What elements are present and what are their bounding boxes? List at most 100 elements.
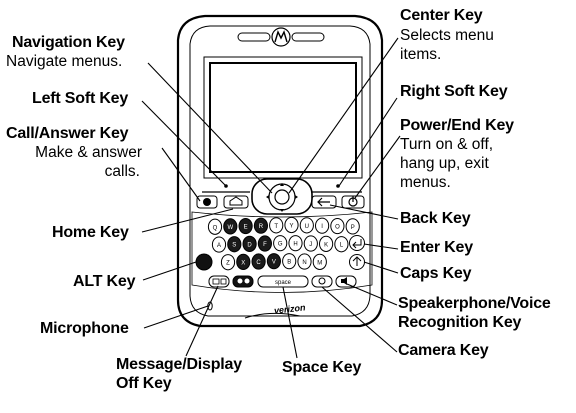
- label-speakerphone-key-2: Recognition Key: [398, 314, 522, 331]
- keyboard-key-g[interactable]: G: [273, 235, 288, 252]
- label-space-key: Space Key: [282, 359, 362, 376]
- keyboard-key-x[interactable]: X: [236, 253, 251, 270]
- keyboard-key-s[interactable]: S: [227, 236, 242, 253]
- keyboard-key-k[interactable]: K: [319, 235, 334, 252]
- earpiece-left: [237, 32, 271, 42]
- keyboard-key-w[interactable]: W: [223, 218, 238, 235]
- keyboard-key-label: N: [302, 260, 306, 266]
- keyboard-key-h[interactable]: H: [288, 235, 303, 252]
- keyboard-key-label: B: [287, 260, 291, 266]
- brand-logo: verizon: [273, 302, 306, 315]
- back-key[interactable]: [311, 195, 337, 209]
- keyboard-key-label: K: [324, 242, 328, 248]
- keyboard-key-label: U: [305, 224, 309, 230]
- label-center-key-desc-2: items.: [400, 46, 442, 63]
- callout-lines: [141, 37, 401, 359]
- alt-lock-key[interactable]: [232, 275, 254, 288]
- keyboard-key-q[interactable]: Q: [207, 218, 223, 235]
- keyboard-key-n[interactable]: N: [297, 253, 312, 270]
- keyboard-key-t[interactable]: T: [269, 217, 284, 234]
- keyboard-key-m[interactable]: M: [312, 253, 327, 270]
- alt-key[interactable]: [195, 253, 213, 271]
- label-power-end-key-desc-3: menus.: [400, 174, 451, 191]
- leader-camera-key: [321, 286, 398, 353]
- label-caps-key: Caps Key: [400, 265, 472, 282]
- keyboard-key-label: P: [351, 225, 355, 231]
- keyboard-key-i[interactable]: I: [315, 217, 330, 234]
- keyboard-key-e[interactable]: E: [238, 217, 253, 235]
- phone-outline: [176, 14, 384, 328]
- power-end-key[interactable]: [341, 195, 365, 209]
- keyboard-key-label: Q: [213, 225, 218, 231]
- keyboard-key-label: Z: [226, 261, 230, 267]
- label-call-answer-key-desc-2: calls.: [104, 163, 140, 180]
- keyboard-key-y[interactable]: Y: [284, 216, 299, 234]
- keyboard-key-o[interactable]: O: [330, 217, 345, 235]
- keyboard-key-r[interactable]: R: [253, 217, 268, 234]
- left-soft-key-dot: [224, 184, 228, 188]
- keyboard-key-p[interactable]: P: [345, 218, 360, 235]
- label-center-key-title: Center Key: [400, 7, 483, 24]
- label-power-end-key-desc-2: hang up, exit: [400, 155, 489, 172]
- keyboard-key-z[interactable]: Z: [220, 254, 236, 271]
- label-camera-key: Camera Key: [398, 342, 489, 359]
- brand-swoosh: [244, 312, 301, 319]
- message-display-off-key[interactable]: [208, 275, 230, 288]
- keyboard-key-c[interactable]: C: [251, 253, 266, 270]
- leader-home-key: [141, 208, 234, 233]
- label-alt-key: ALT Key: [73, 273, 136, 290]
- label-navigation-key-title: Navigation Key: [12, 34, 125, 51]
- keyboard-key-b[interactable]: B: [282, 253, 297, 270]
- label-back-key: Back Key: [400, 210, 471, 227]
- earpiece-right: [291, 32, 325, 42]
- keyboard-key-l[interactable]: L: [334, 236, 349, 253]
- label-left-soft-key: Left Soft Key: [32, 90, 129, 107]
- keyboard-key-label: S: [232, 243, 236, 249]
- label-microphone: Microphone: [40, 320, 129, 337]
- leader-speakerphone-key: [346, 283, 398, 306]
- keyboard-key-a[interactable]: A: [211, 236, 227, 253]
- leader-power-end-key: [354, 135, 401, 199]
- keyboard-key-j[interactable]: J: [303, 235, 318, 252]
- leader-navigation-key: [147, 62, 273, 194]
- leader-message-key: [185, 285, 219, 357]
- leader-alt-key: [142, 261, 197, 281]
- leader-back-key: [329, 204, 399, 220]
- home-key[interactable]: [223, 195, 249, 209]
- leader-enter-key: [363, 243, 399, 250]
- keyboard-key-d[interactable]: D: [242, 235, 257, 252]
- keyboard-key-label: F: [263, 242, 267, 248]
- label-message-display-off-key-2: Off Key: [116, 375, 172, 392]
- enter-key[interactable]: [349, 235, 365, 251]
- label-navigation-key-desc: Navigate menus.: [6, 53, 123, 70]
- keyboard-key-label: A: [217, 243, 221, 249]
- leader-left-soft-key: [141, 100, 226, 186]
- keyboard-key-f[interactable]: F: [257, 235, 272, 252]
- leader-caps-key: [363, 261, 399, 274]
- keyboard-key-label: T: [274, 224, 278, 230]
- leader-space-key: [282, 286, 298, 359]
- space-key[interactable]: space: [257, 275, 309, 288]
- keyboard-key-label: Y: [289, 224, 293, 230]
- label-power-end-key-desc-1: Turn on & off,: [400, 136, 494, 153]
- caps-key[interactable]: [349, 254, 365, 270]
- center-key[interactable]: [274, 189, 290, 205]
- call-key[interactable]: [196, 195, 218, 209]
- leader-center-key: [288, 37, 399, 194]
- keyboard-key-v[interactable]: V: [266, 253, 281, 270]
- keyboard-key-label: X: [241, 260, 245, 266]
- speakerphone-key[interactable]: [335, 275, 357, 288]
- keyboard-key-label: W: [227, 225, 233, 231]
- label-call-answer-key-desc-1: Make & answer: [35, 144, 142, 161]
- keyboard-key-label: G: [278, 242, 283, 248]
- label-speakerphone-key-1: Speakerphone/Voice: [398, 295, 551, 312]
- label-power-end-key-title: Power/End Key: [400, 117, 514, 134]
- keyboard-key-label: O: [335, 225, 340, 231]
- label-home-key: Home Key: [52, 224, 129, 241]
- keyboard-key-u[interactable]: U: [299, 217, 314, 234]
- label-enter-key: Enter Key: [400, 239, 473, 256]
- camera-key[interactable]: [311, 275, 333, 288]
